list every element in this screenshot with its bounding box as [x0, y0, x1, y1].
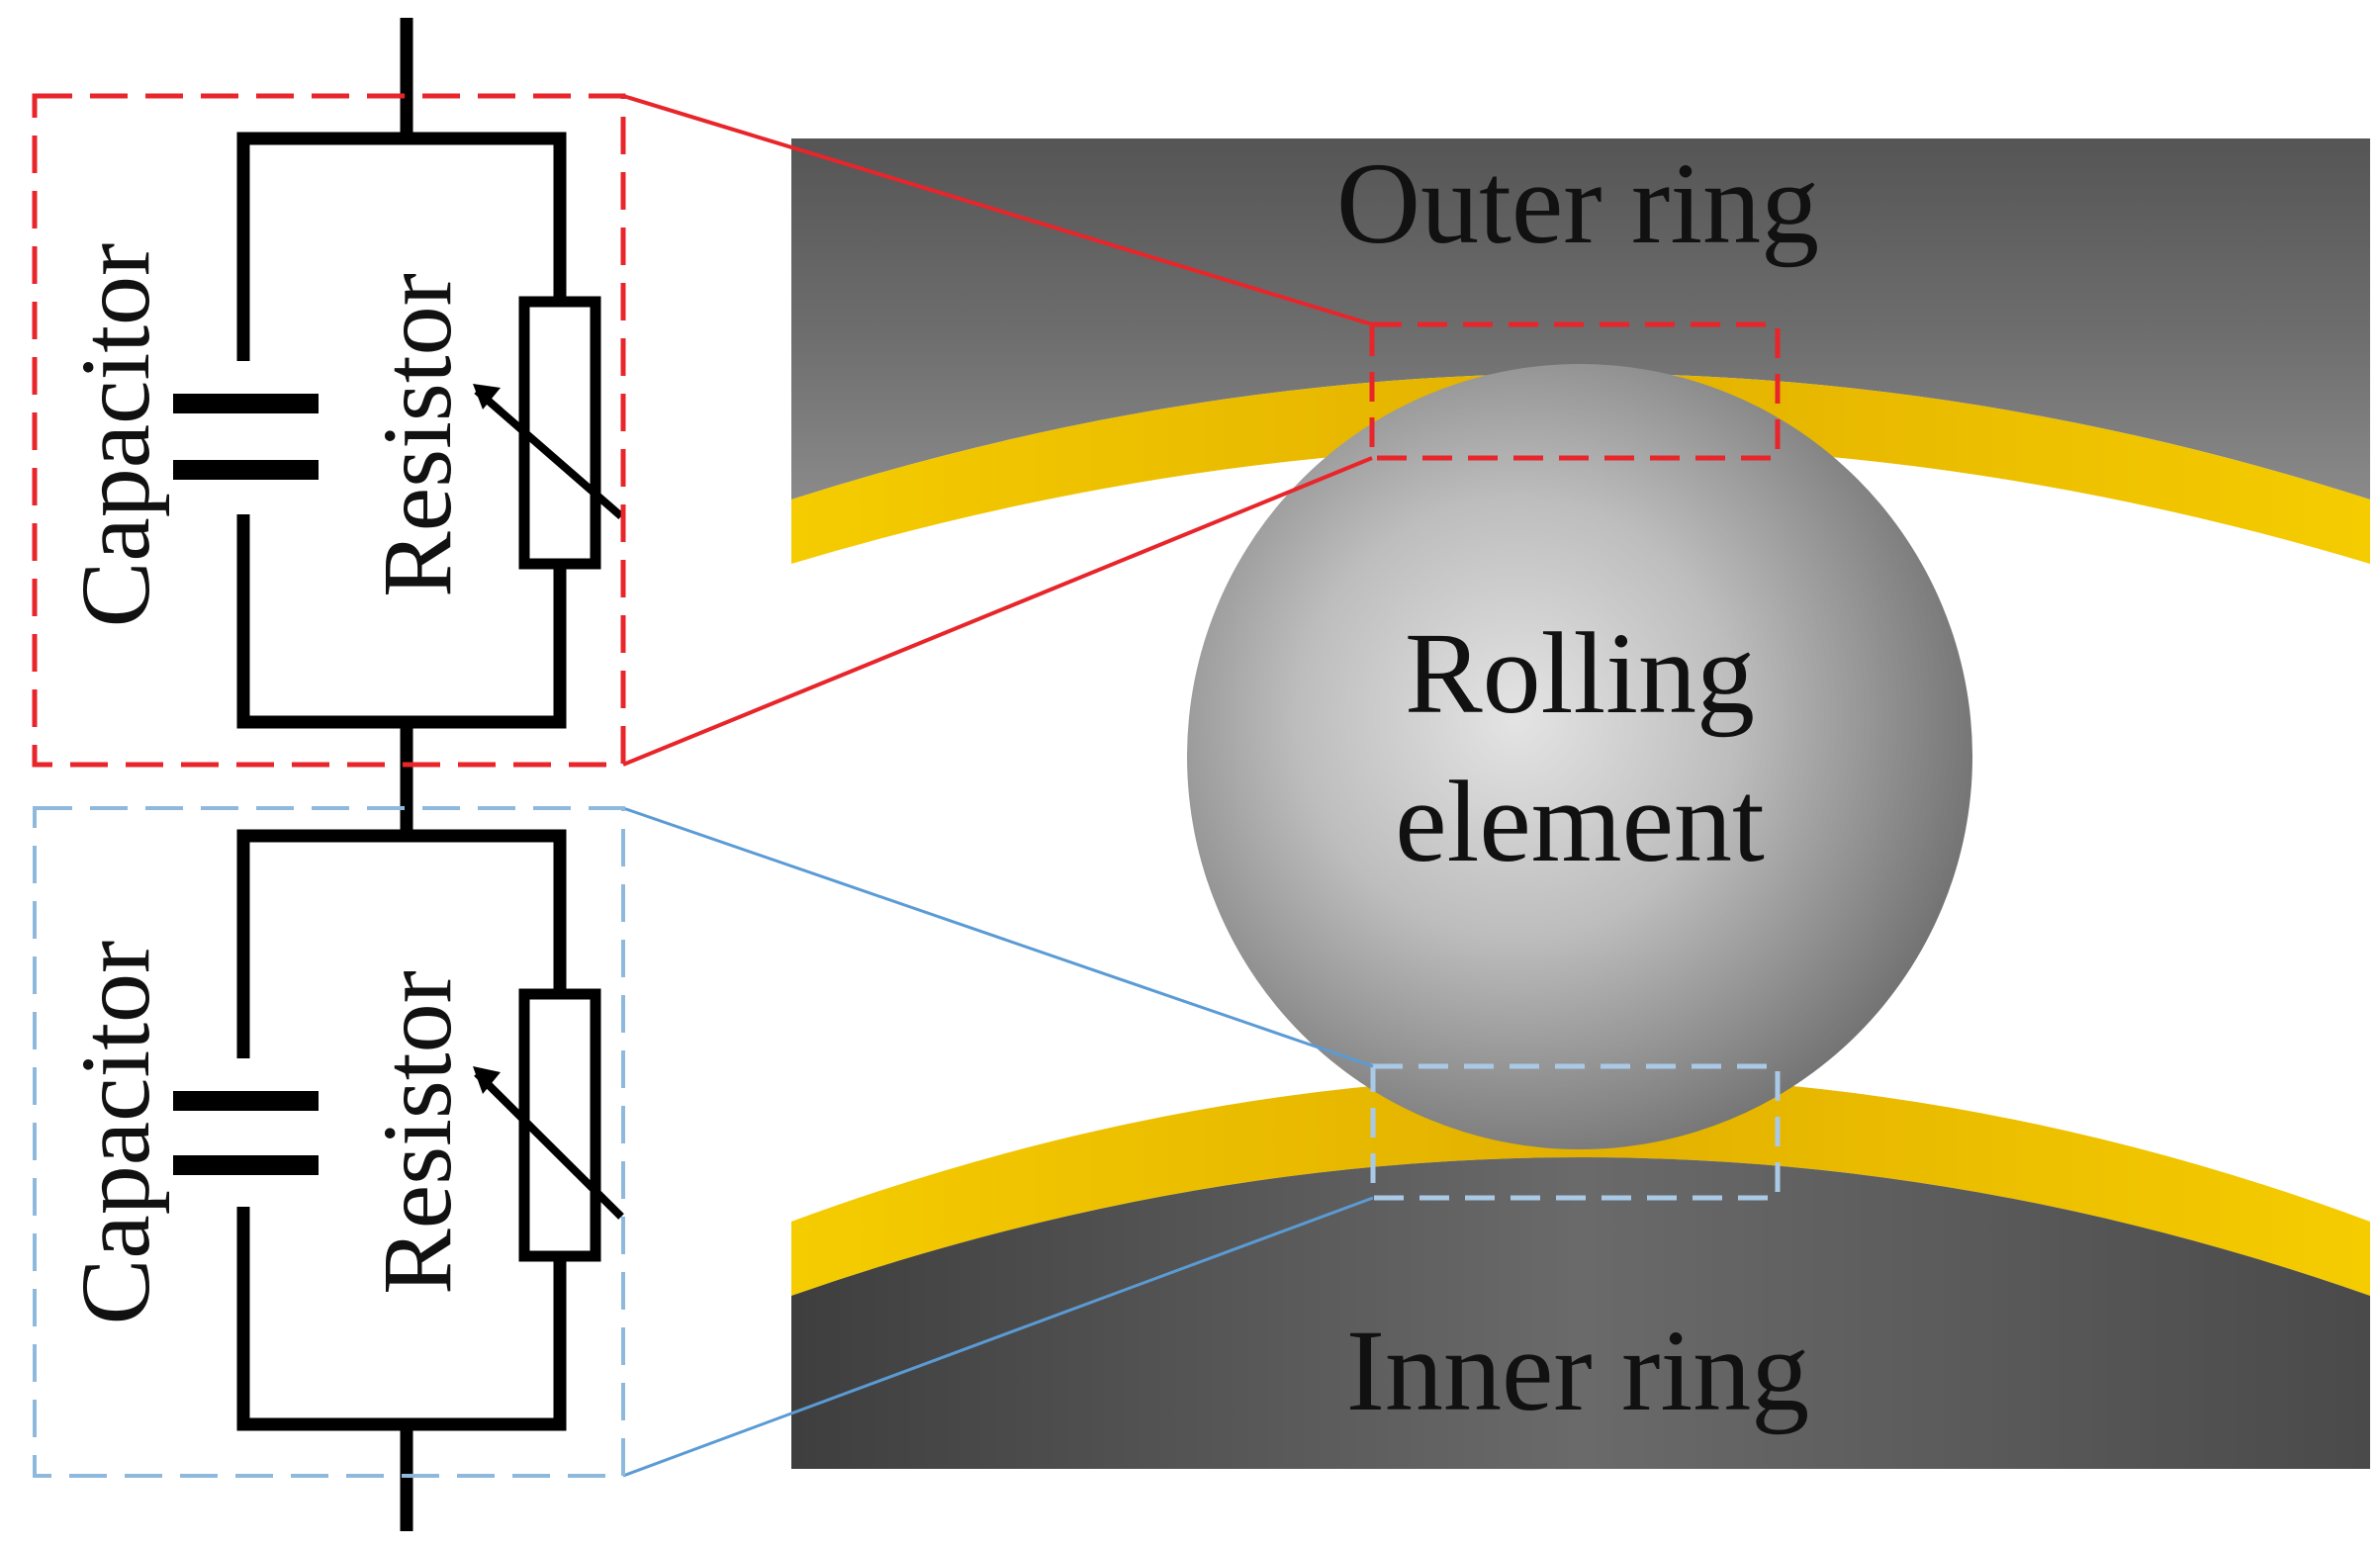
outer-lubricant-film [791, 373, 2370, 564]
inner-ring [791, 1157, 2370, 1469]
capacitor-symbol-lower [173, 1058, 319, 1207]
rolling-element-label-line2: element [1395, 757, 1765, 886]
outer-zoom-connectors [622, 94, 1373, 767]
lower-resistor-label: Resistor [362, 970, 472, 1295]
rolling-element [1187, 364, 1972, 1149]
bearing-cross-section [791, 138, 2370, 1469]
upper-capacitor-label: Capacitor [60, 243, 170, 628]
outer-ring [791, 138, 2370, 500]
capacitor-symbol-upper [173, 361, 319, 514]
variable-resistor-symbol-upper [473, 296, 624, 570]
equivalent-circuit [236, 18, 567, 1531]
inner-contact-zone-highlight [1370, 1063, 1781, 1201]
outer-contact-zone-highlight [1369, 321, 1781, 461]
inner-zoom-connectors [622, 806, 1374, 1478]
inner-ring-label: Inner ring [1346, 1306, 1810, 1435]
rolling-element-label-line1: Rolling [1405, 608, 1755, 738]
inner-lubricant-film [791, 1075, 2370, 1296]
lower-capacitor-label: Capacitor [60, 941, 170, 1325]
variable-resistor-symbol-lower [473, 988, 624, 1262]
upper-resistor-label: Resistor [362, 273, 472, 597]
lower-circuit-enclosure [33, 806, 625, 1478]
upper-circuit-enclosure [32, 93, 626, 768]
outer-ring-label: Outer ring [1336, 138, 1819, 268]
